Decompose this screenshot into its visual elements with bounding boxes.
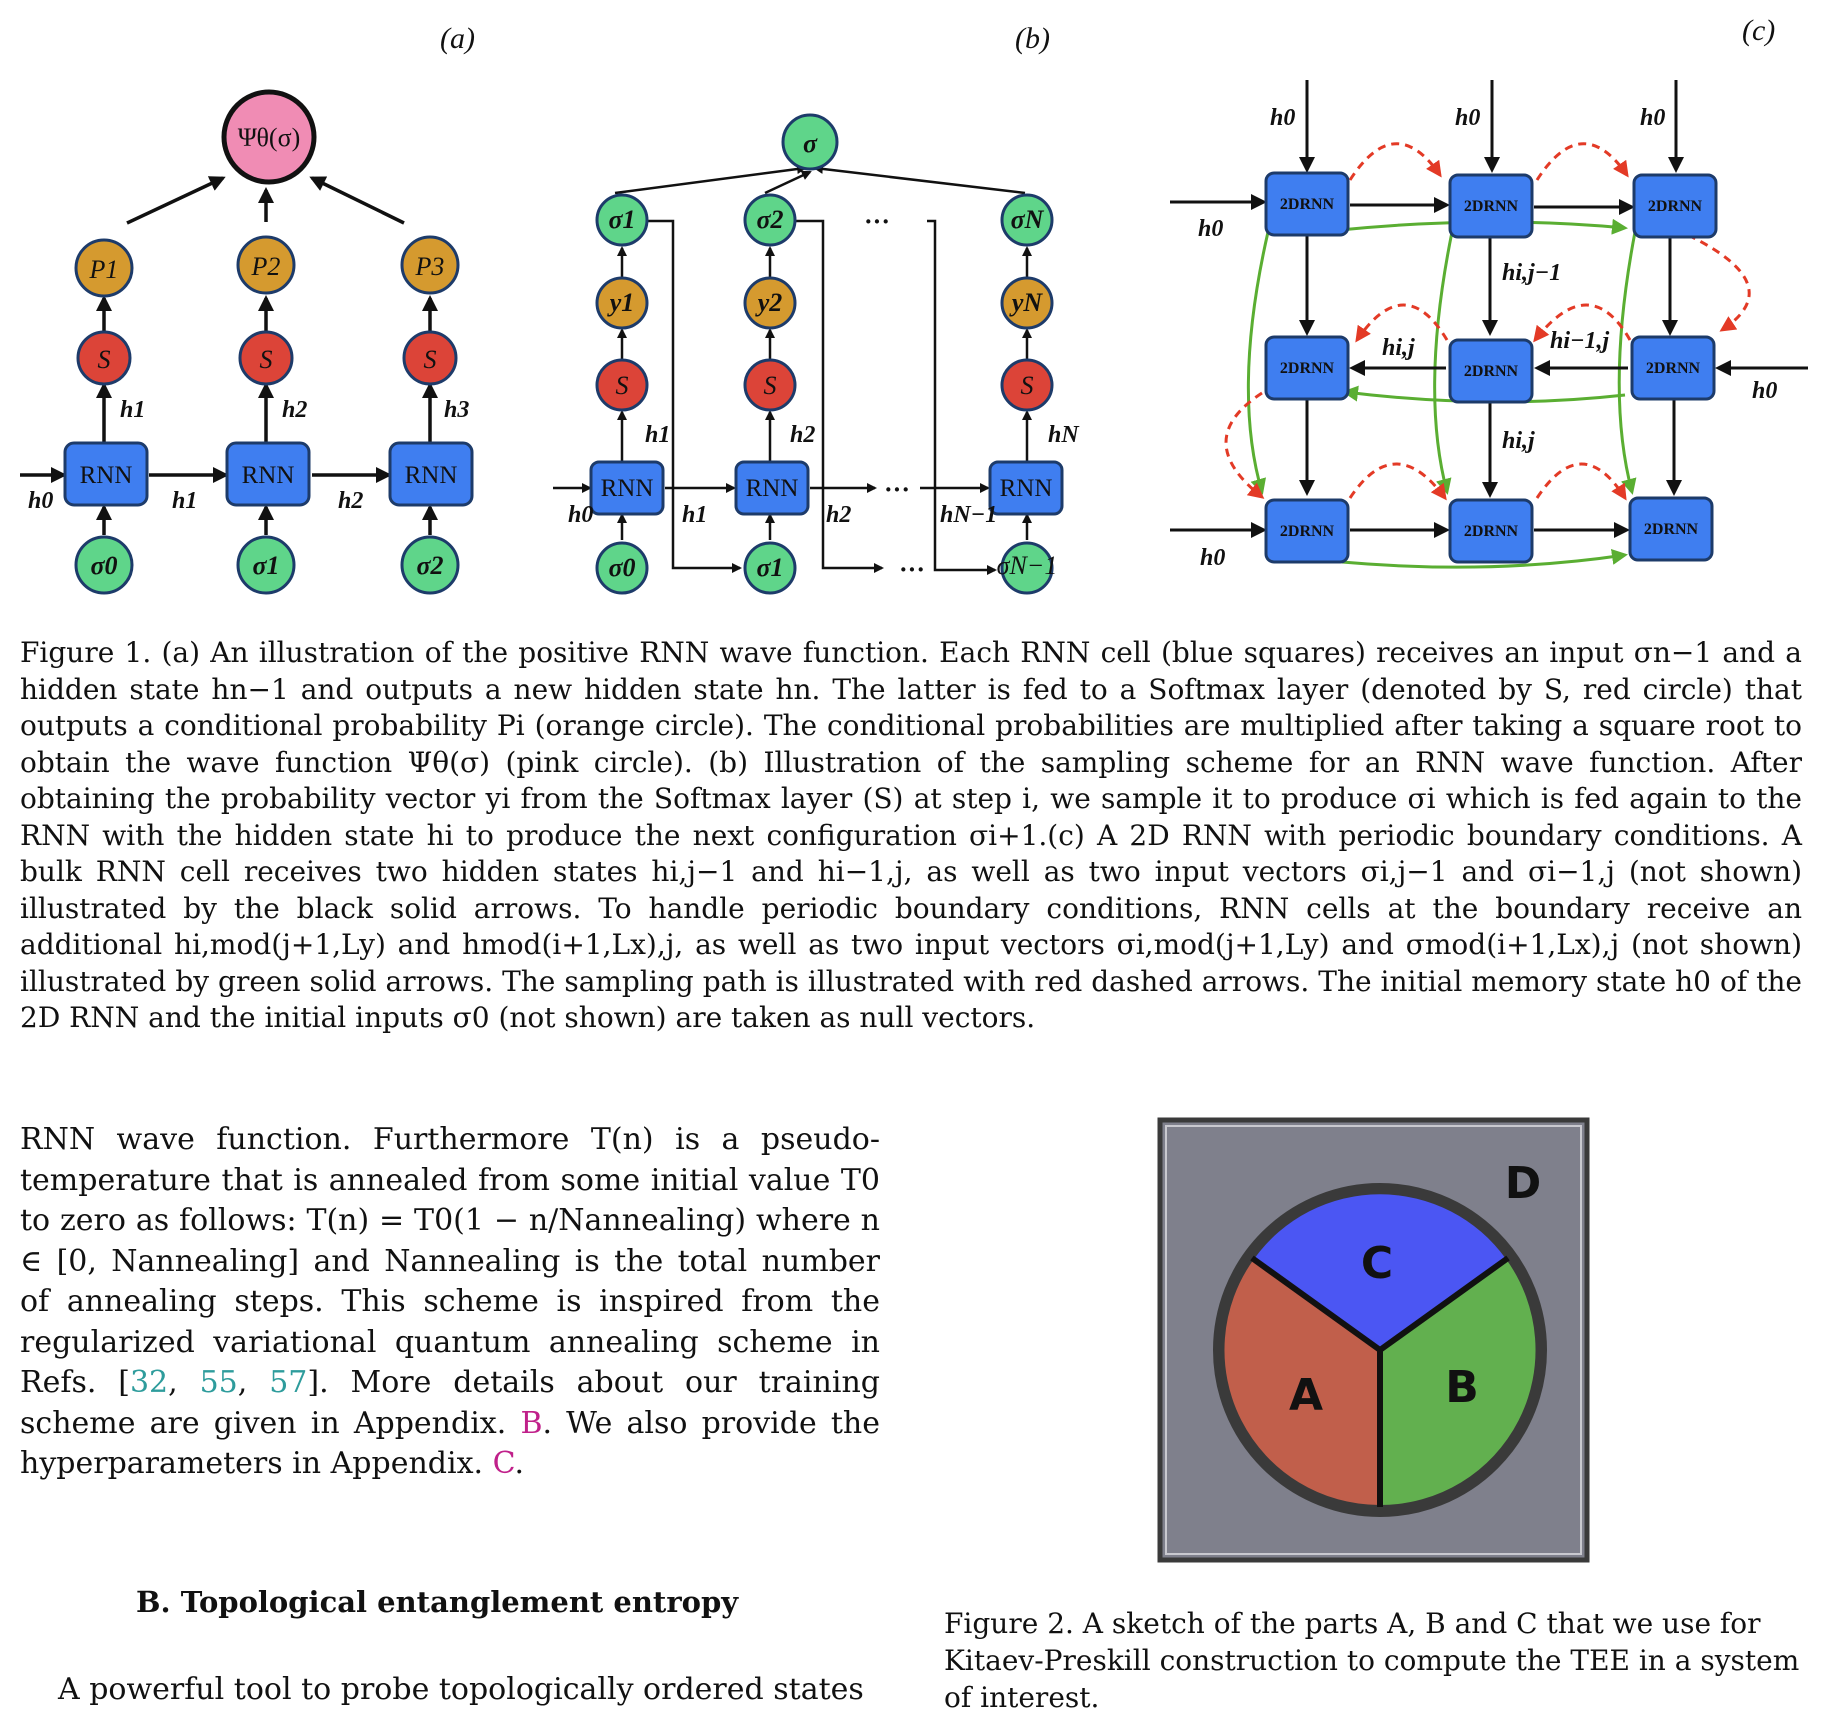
citation-32[interactable]: 32 <box>129 1365 169 1400</box>
output-node-b2: σ2 <box>756 205 783 234</box>
rnn-cell-b2: RNN <box>746 475 799 502</box>
edge-b-h1: h1 <box>682 502 707 528</box>
panel-a-nodes: Ψθ(σ) P1 P2 P3 S S S RNN RNN RNN σ0 σ1 σ… <box>28 89 474 595</box>
edge-h2-up: h2 <box>282 397 307 423</box>
psi-label: Ψθ(σ) <box>238 123 301 152</box>
prob-node-1: P1 <box>89 255 119 284</box>
section-heading: B. Topological entanglement entropy <box>136 1585 739 1619</box>
cell-2drnn-23: 2DRNN <box>1646 360 1701 377</box>
cell-2drnn-33: 2DRNN <box>1644 521 1699 538</box>
edge-b-h0: h0 <box>568 502 593 528</box>
label-b: B <box>1445 1362 1479 1413</box>
softmax-node-bN: S <box>1021 371 1034 400</box>
cell-2drnn-31: 2DRNN <box>1280 523 1335 540</box>
h0-left-1: h0 <box>1198 216 1223 242</box>
edge-h3-up: h3 <box>444 397 469 423</box>
rnn-cell-a3: RNN <box>405 462 458 489</box>
edge-h2-across: h2 <box>338 488 363 514</box>
label-d: D <box>1505 1158 1542 1209</box>
panel-label-a: (a) <box>440 22 475 55</box>
panel-label-c: (c) <box>1742 14 1775 47</box>
edge-label-hij: hi,j <box>1382 335 1415 361</box>
cell-2drnn-22: 2DRNN <box>1464 363 1519 380</box>
panel-b <box>553 163 1032 575</box>
panel-a <box>20 176 438 535</box>
cell-2drnn-11: 2DRNN <box>1280 196 1335 213</box>
prob-node-2: P2 <box>251 252 281 281</box>
edge-b-h1-up: h1 <box>645 422 670 448</box>
h0-left-3: h0 <box>1200 545 1225 571</box>
appendix-c-link[interactable]: C <box>492 1446 515 1481</box>
input-node-b0: σ0 <box>608 553 635 582</box>
softmax-node-b1: S <box>616 371 629 400</box>
cell-2drnn-21: 2DRNN <box>1280 360 1335 377</box>
h0-top-2: h0 <box>1455 105 1480 131</box>
edge-b-hN-up: hN <box>1048 422 1080 448</box>
edge-h0-across: h0 <box>28 488 53 514</box>
rnn-cell-a2: RNN <box>242 462 295 489</box>
input-node-b1: σ1 <box>756 553 783 582</box>
body-next-line: A powerful tool to probe topologically o… <box>58 1672 864 1707</box>
cell-2drnn-12: 2DRNN <box>1464 198 1519 215</box>
h0-top-3: h0 <box>1640 105 1665 131</box>
edge-b-hN-1: hN−1 <box>940 502 997 528</box>
input-node-bN-1: σN−1 <box>997 551 1058 580</box>
region-d <box>1157 1117 1590 1563</box>
figure-1: (a) (b) (c) Ψθ(σ) P1 P2 P3 S <box>20 14 1808 595</box>
edge-b-h2: h2 <box>826 502 851 528</box>
softmax-node-1: S <box>98 345 111 374</box>
panel-c <box>1170 80 1808 569</box>
softmax-node-b2: S <box>764 371 777 400</box>
sigma-top-node: σ <box>803 129 818 158</box>
edge-label-hi-1j: hi−1,j <box>1550 328 1610 354</box>
h0-right-2: h0 <box>1752 378 1777 404</box>
label-a: A <box>1289 1370 1323 1421</box>
y-node-2: y2 <box>755 288 783 317</box>
ellipsis-top: ··· <box>864 207 890 236</box>
figure-1-caption: Figure 1. (a) An illustration of the pos… <box>20 636 1802 1034</box>
h0-top-1: h0 <box>1270 105 1295 131</box>
softmax-node-3: S <box>424 345 437 374</box>
prob-node-3: P3 <box>415 252 445 281</box>
input-node-a2: σ2 <box>416 551 443 580</box>
region-b <box>1380 1259 1536 1506</box>
body-paragraph: RNN wave function. Furthermore T(n) is a… <box>20 1122 881 1481</box>
input-node-a0: σ0 <box>90 551 117 580</box>
citation-57[interactable]: 57 <box>269 1365 308 1400</box>
softmax-node-2: S <box>260 345 273 374</box>
edge-label-hij-1: hi,j−1 <box>1502 260 1561 286</box>
psi-node <box>221 89 317 185</box>
panel-b-nodes: σ σ1 σ2 ··· σN y1 y2 yN S S S RNN RNN ··… <box>568 113 1080 595</box>
figure-2-caption: Figure 2. A sketch of the parts A, B and… <box>944 1607 1800 1714</box>
panel-label-b: (b) <box>1015 22 1050 55</box>
citation-55[interactable]: 55 <box>199 1365 238 1400</box>
output-node-b1: σ1 <box>608 205 635 234</box>
rnn-cell-b1: RNN <box>601 475 654 502</box>
appendix-b-link[interactable]: B <box>520 1405 543 1441</box>
rnn-cell-a1: RNN <box>80 462 133 489</box>
label-c: C <box>1361 1238 1393 1289</box>
ellipsis-mid: ··· <box>884 475 910 504</box>
edge-b-h2-up: h2 <box>790 422 815 448</box>
y-node-N: yN <box>1009 288 1044 317</box>
region-c <box>1254 1194 1506 1350</box>
y-node-1: y1 <box>607 288 635 317</box>
edge-h1-up: h1 <box>120 397 145 423</box>
ellipsis-bottom: ··· <box>899 555 925 584</box>
panel-c-cells: 2DRNN 2DRNN 2DRNN 2DRNN 2DRNN 2DRNN 2DRN… <box>1198 105 1777 571</box>
edge-label-hij-down: hi,j <box>1502 428 1535 454</box>
cell-2drnn-32: 2DRNN <box>1464 523 1519 540</box>
rnn-cell-bN: RNN <box>1000 475 1053 502</box>
output-node-bN: σN <box>1011 205 1045 234</box>
edge-h1-across: h1 <box>172 488 197 514</box>
input-node-a1: σ1 <box>252 551 279 580</box>
cell-2drnn-13: 2DRNN <box>1648 198 1703 215</box>
region-a <box>1224 1259 1380 1506</box>
